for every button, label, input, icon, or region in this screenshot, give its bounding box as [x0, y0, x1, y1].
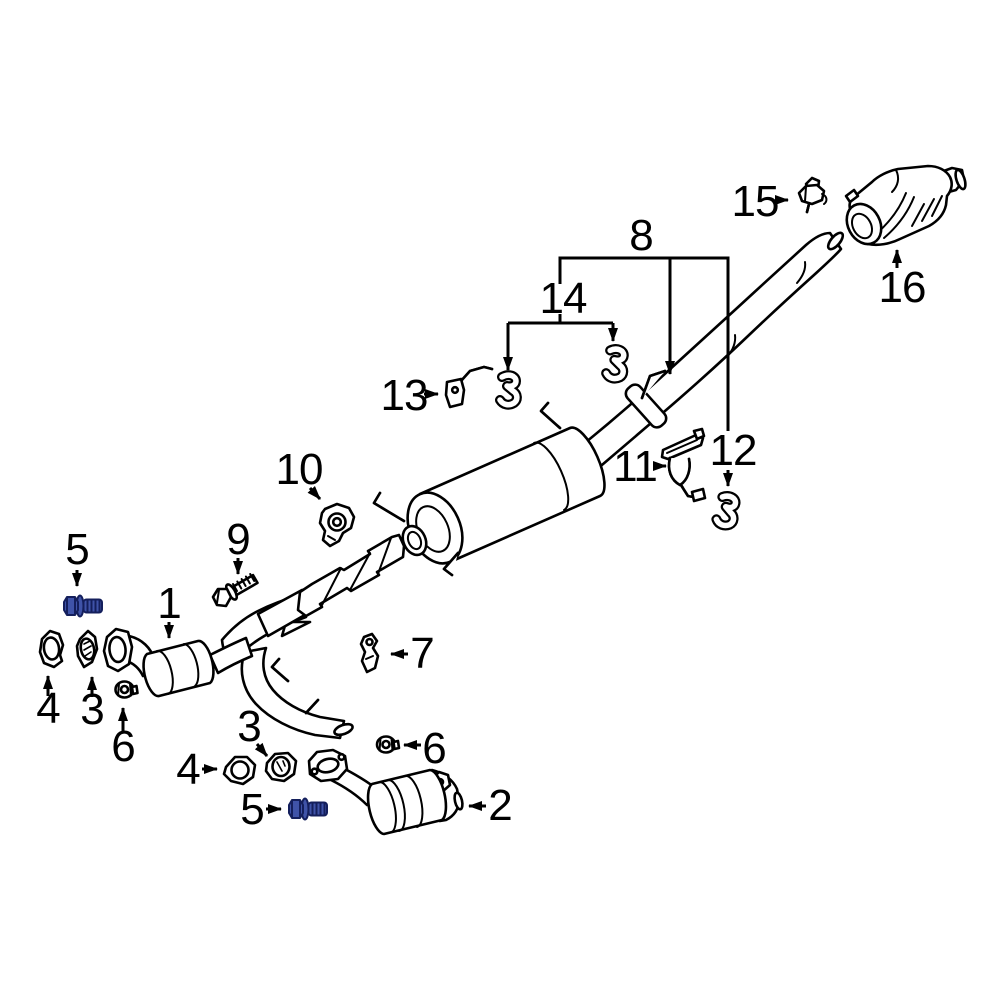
part-2-outlet-stub	[453, 791, 464, 811]
callout-8-bracket	[558, 256, 730, 431]
part-5-bolt-lower	[288, 797, 328, 821]
callout-5-lower: 5	[240, 785, 263, 834]
part-9-bolt	[211, 573, 259, 608]
callout-15: 15	[732, 177, 779, 226]
part-1-catalytic-converter	[102, 627, 254, 698]
tailpipe-tip-opening	[826, 231, 845, 251]
callout-5-upper: 5	[65, 525, 88, 574]
callout-labels: 5 9 1 4 3 6 3 4 5 2 6 7 10 11 12 13 14 8…	[36, 177, 926, 834]
part-12-clamp	[716, 495, 738, 527]
exhaust-system-artwork	[38, 164, 967, 836]
part-6-nut-right	[375, 735, 401, 754]
callout-16: 16	[879, 263, 926, 312]
part-3-gasket-left	[75, 629, 99, 669]
callout-4-left: 4	[36, 684, 60, 733]
callout-6-right: 6	[422, 724, 445, 773]
part-16-rear-muffler	[844, 164, 967, 247]
callout-1: 1	[157, 579, 180, 628]
callout-4-center: 4	[176, 745, 200, 794]
callout-10: 10	[276, 445, 323, 494]
part-4-gasket-center	[222, 755, 257, 786]
callout-2: 2	[488, 781, 511, 830]
part-11-hanger-bracket	[660, 427, 707, 503]
callout-leader-lines	[43, 195, 902, 814]
front-pipe-heat-shield	[296, 533, 406, 618]
pipe-band-clamp	[624, 369, 668, 429]
callout-3-center: 3	[237, 702, 260, 751]
callout-8: 8	[629, 211, 652, 260]
part-4-gasket-left	[38, 629, 65, 669]
part-2-catalytic-converter	[307, 748, 464, 836]
part-14-clamp-right	[606, 348, 625, 379]
callout-11: 11	[613, 442, 657, 491]
callout-7: 7	[410, 629, 433, 678]
callout-3-left: 3	[80, 685, 103, 734]
part-10-insulator-bracket	[318, 502, 356, 548]
branch-open-end	[333, 722, 354, 737]
callout-13: 13	[381, 371, 428, 420]
callout-12: 12	[710, 426, 757, 475]
part-5-bolt-upper	[63, 594, 103, 618]
part-13-support-bracket	[444, 365, 494, 409]
callout-6-left: 6	[111, 722, 134, 771]
part-7-bracket	[359, 632, 380, 674]
callout-9: 9	[226, 515, 249, 564]
part-14-clamp-left	[500, 375, 517, 405]
collector-tab	[280, 620, 312, 638]
part-15-clamp-nut	[797, 176, 828, 214]
part-6-nut-left	[114, 680, 139, 699]
center-muffler	[372, 401, 606, 577]
part-3-gasket-center	[264, 751, 298, 783]
callout-14: 14	[540, 274, 587, 323]
